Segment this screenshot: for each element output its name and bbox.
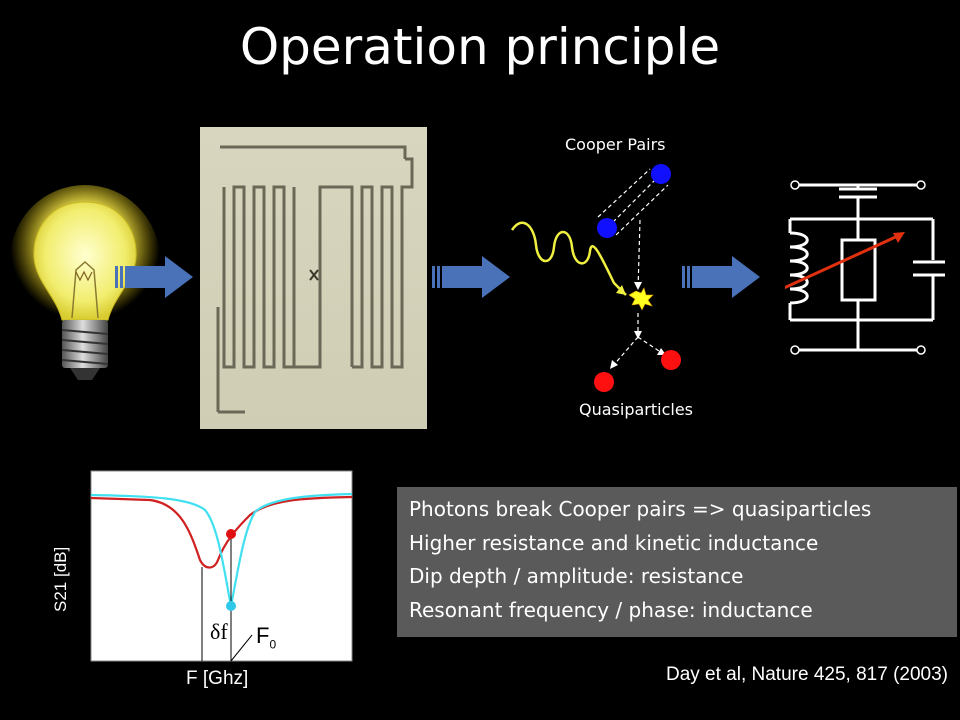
arrow-right-icon (432, 256, 510, 298)
f0-letter: F (256, 623, 270, 648)
bullet-line: Resonant frequency / phase: inductance (409, 597, 813, 622)
arrow-right-icon (682, 256, 760, 298)
delta-f-label: δf (210, 619, 228, 644)
page-title: Operation principle (239, 18, 721, 76)
bullet-line: Photons break Cooper pairs => quasiparti… (409, 497, 872, 521)
reference-citation: Day et al, Nature 425, 817 (2003) (665, 664, 948, 685)
circuit-diagram-icon (785, 180, 945, 355)
quasiparticles-label: Quasiparticles (579, 400, 693, 419)
light-bulb-icon (10, 185, 160, 380)
info-box: Photons break Cooper pairs => quasiparti… (397, 487, 957, 637)
arrow-right-icon (115, 256, 193, 298)
photon-wave-icon (510, 164, 681, 392)
f0-subscript: 0 (269, 637, 277, 652)
cooper-pairs-label: Cooper Pairs (565, 135, 666, 154)
x-axis-label: F [Ghz] (186, 668, 249, 689)
bullet-line: Dip depth / amplitude: resistance (409, 564, 744, 588)
y-axis-label: S21 [dB] (51, 546, 70, 612)
bullet-line: Higher resistance and kinetic inductance (409, 530, 819, 555)
resonance-plot (90, 470, 353, 662)
f0-label: F0 (256, 623, 276, 651)
resonator-chip-image (200, 127, 427, 429)
